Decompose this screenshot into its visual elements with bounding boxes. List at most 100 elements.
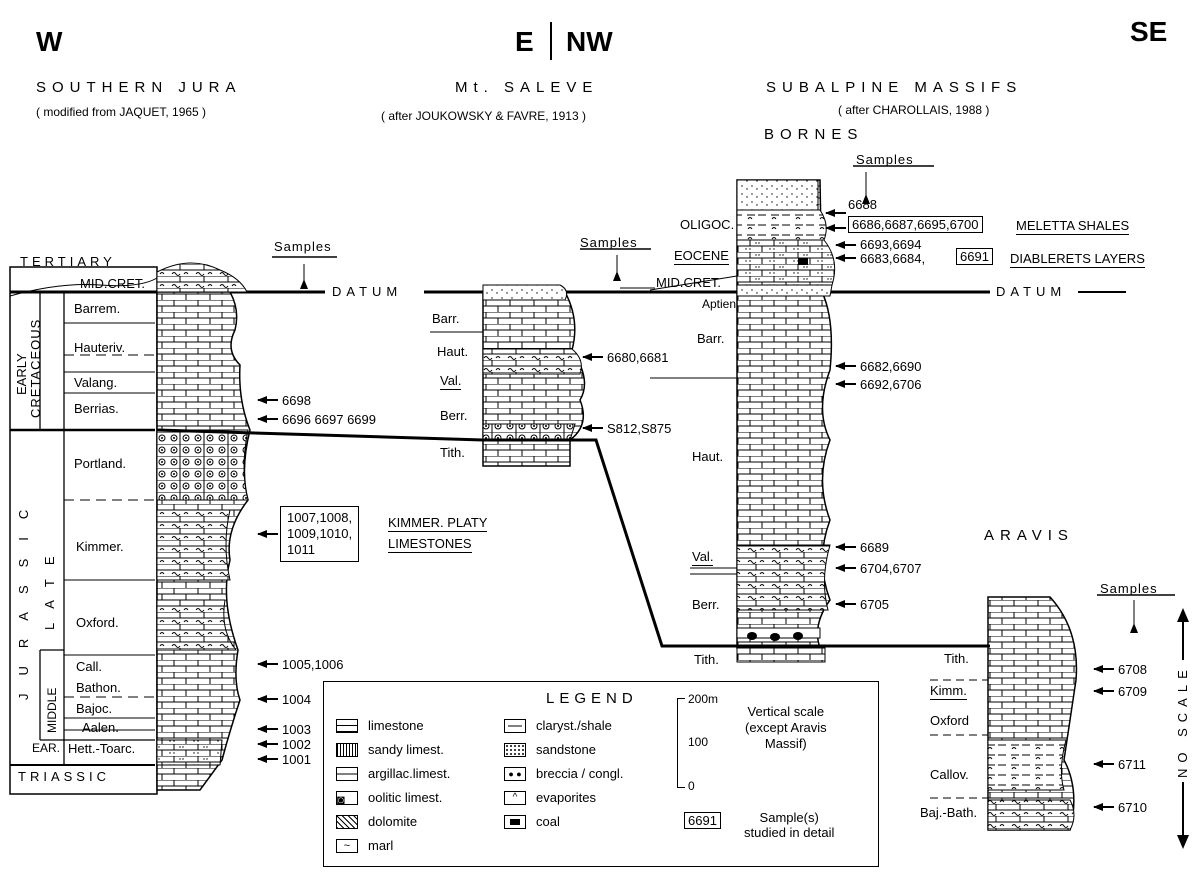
- bornes-sample-6688: 6688: [848, 197, 877, 212]
- region-bornes: BORNES: [764, 126, 864, 143]
- jura-stage-hauteriv: Hauteriv.: [74, 340, 126, 355]
- datum-label-right: DATUM: [996, 284, 1067, 299]
- era-ear: EAR.: [32, 741, 61, 755]
- legend-limestone: limestone: [336, 718, 424, 733]
- kimmer-note-2: LIMESTONES: [388, 536, 472, 553]
- direction-w: W: [36, 26, 63, 57]
- bornes-sample-6689: 6689: [860, 540, 889, 555]
- jura-sample-6698: 6698: [282, 393, 311, 408]
- era-middle: MIDDLE: [45, 687, 59, 733]
- bornes-meletta-box: 6686,6687,6695,6700: [848, 216, 983, 233]
- saleve-sample-s812: S812,S875: [607, 421, 672, 436]
- no-scale-label: NO SCALE: [1175, 660, 1190, 782]
- jura-stage-barrem: Barrem.: [74, 301, 121, 316]
- bornes-stage-berr: Berr.: [692, 597, 720, 612]
- jura-stage-aalen: Aalen.: [82, 720, 119, 735]
- bornes-sample-6692: 6692,6706: [860, 377, 922, 392]
- kimmer-box-line-2: 1009,1010,: [287, 526, 353, 541]
- kimmer-note-1: KIMMER. PLATY: [388, 515, 488, 532]
- jura-stage-valang: Valang.: [74, 375, 118, 390]
- jura-stage-oxford: Oxford.: [76, 615, 119, 630]
- bornes-stage-barr: Barr.: [697, 331, 725, 346]
- legend-breccia: ● ●breccia / congl.: [504, 766, 623, 781]
- bornes-stage-tith: Tith.: [694, 652, 719, 667]
- legend-marl: ~marl: [336, 838, 393, 853]
- kimmer-sample-box: 1007,1008, 1009,1010, 1011: [280, 506, 360, 562]
- scale-100: 100: [688, 735, 709, 749]
- legend-dolomite: dolomite: [336, 814, 417, 829]
- legend-sample-box: 6691: [684, 812, 721, 829]
- bornes-stage-eocene: EOCENE: [674, 248, 729, 265]
- jura-stage-midcret: MID.CRET.: [80, 276, 145, 291]
- era-cretaceous: CRETACEOUS: [28, 318, 43, 418]
- breccia-swatch: ● ●: [504, 766, 526, 781]
- jura-stage-bathon: Bathon.: [76, 680, 121, 695]
- sandstone-swatch: [504, 742, 526, 757]
- bornes-sample-6693: 6693,6694: [860, 237, 922, 252]
- era-triassic: TRIASSIC: [18, 769, 110, 784]
- region-saleve: Mt. SALEVE: [455, 79, 599, 96]
- direction-nw: NW: [566, 26, 613, 57]
- divider: [550, 22, 552, 60]
- bornes-stage-oligoc: OLIGOC.: [680, 217, 735, 232]
- aravis-sample-6711: 6711: [1118, 757, 1146, 772]
- bornes-stage-val: Val.: [692, 549, 714, 566]
- jura-stage-kimmer: Kimmer.: [76, 539, 124, 554]
- aravis-stage-callov: Callov.: [930, 767, 969, 782]
- legend-argillac-limest: argillac.limest.: [336, 766, 450, 781]
- argillac-limest-swatch: [336, 766, 358, 781]
- marl-swatch: ~: [336, 838, 358, 853]
- saleve-stage-val: Val.: [440, 373, 462, 390]
- era-late: LATE: [42, 542, 57, 630]
- bornes-sample-6704: 6704,6707: [860, 561, 922, 576]
- jura-stage-hett-toarc: Hett.-Toarc.: [68, 741, 136, 756]
- jura-stage-portland: Portland.: [74, 456, 127, 471]
- sandy-limest-swatch: [336, 742, 358, 757]
- bornes-sample-6682: 6682,6690: [860, 359, 922, 374]
- saleve-stage-tith: Tith.: [440, 445, 465, 460]
- legend-clayst-shale: claryst./shale: [504, 718, 612, 733]
- legend-sample-note: Sample(s) studied in detail: [744, 810, 835, 840]
- saleve-stage-barr: Barr.: [432, 311, 460, 326]
- datum-label-left: DATUM: [332, 284, 403, 299]
- jura-sample-1001: 1001: [282, 752, 311, 767]
- dolomite-swatch: [336, 814, 358, 829]
- jura-sample-1004: 1004: [282, 692, 311, 707]
- bornes-diablerets: DIABLERETS LAYERS: [1010, 251, 1145, 268]
- aravis-sample-6708: 6708: [1118, 662, 1147, 677]
- direction-e: E: [515, 26, 534, 57]
- evaporites-swatch: ^: [504, 790, 526, 805]
- jura-stage-call: Call.: [76, 659, 103, 674]
- region-saleve-source: ( after JOUKOWSKY & FAVRE, 1913 ): [381, 109, 586, 123]
- jura-stage-bajoc: Bajoc.: [76, 701, 113, 716]
- region-aravis: ARAVIS: [984, 527, 1074, 544]
- region-southern-jura-source: ( modified from JAQUET, 1965 ): [36, 105, 207, 119]
- coal-swatch: [504, 814, 526, 829]
- aravis-sample-6710: 6710: [1118, 800, 1147, 815]
- jura-sample-6696: 6696 6697 6699: [282, 412, 376, 427]
- clayst-shale-swatch: [504, 718, 526, 733]
- scale-0: 0: [688, 779, 695, 793]
- scale-bar: [677, 698, 685, 788]
- aravis-sample-6709: 6709: [1118, 684, 1147, 699]
- bornes-stage-midcret: MID.CRET.: [656, 275, 721, 290]
- legend-sandstone: sandstone: [504, 742, 596, 757]
- region-subalpine: SUBALPINE MASSIFS: [766, 79, 1023, 96]
- bornes-sample-6705: 6705: [860, 597, 889, 612]
- era-tertiary: TERTIARY: [20, 254, 116, 269]
- samples-header-aravis: Samples: [1100, 581, 1158, 596]
- aravis-stage-baj-bath: Baj.-Bath.: [920, 805, 978, 820]
- legend-oolitic-limest: ◙oolitic limest.: [336, 790, 443, 805]
- era-jurassic: JURASSIC: [16, 491, 31, 700]
- legend-evaporites: ^evaporites: [504, 790, 596, 805]
- legend-sandy-limest: sandy limest.: [336, 742, 444, 757]
- legend-coal: coal: [504, 814, 560, 829]
- jura-sample-1005: 1005,1006: [282, 657, 344, 672]
- samples-header-bornes: Samples: [856, 152, 914, 167]
- bornes-meletta-shales: MELETTA SHALES: [1016, 218, 1130, 235]
- bornes-stage-haut: Haut.: [692, 449, 724, 464]
- saleve-stage-haut: Haut.: [437, 344, 469, 359]
- saleve-stage-berr: Berr.: [440, 408, 468, 423]
- region-southern-jura: SOUTHERN JURA: [36, 79, 242, 96]
